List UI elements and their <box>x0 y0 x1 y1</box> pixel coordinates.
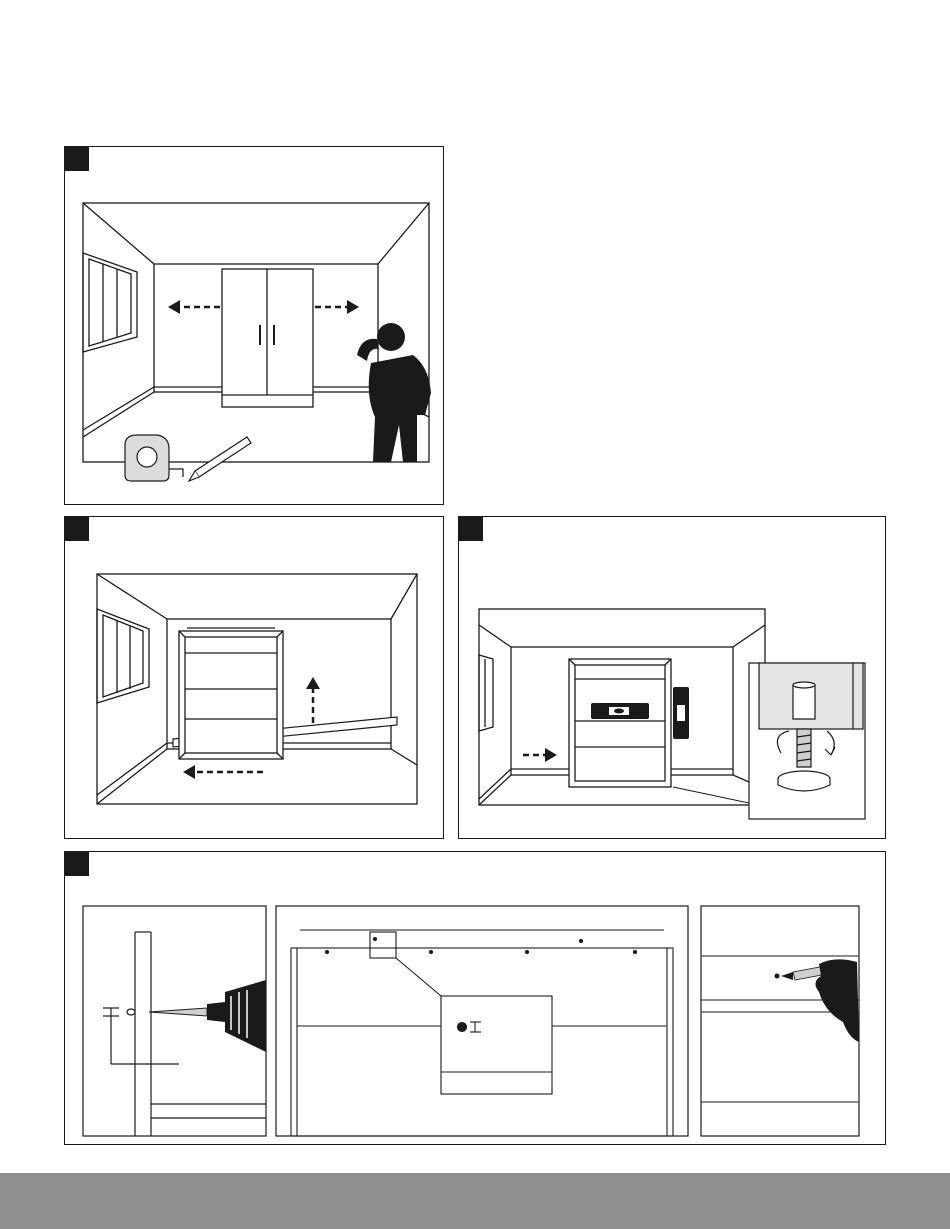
arrow-up-icon <box>306 677 320 723</box>
footer-bar <box>0 1173 950 1229</box>
arrow-right-icon <box>523 748 557 762</box>
leveling-foot-icon <box>749 663 865 819</box>
step-3-panel <box>458 516 886 839</box>
step-4-panel <box>64 851 886 1145</box>
arrow-left-icon <box>183 765 263 779</box>
pencil-hand-icon <box>701 906 859 1136</box>
room-icon <box>65 147 445 506</box>
room-icon <box>65 517 445 840</box>
arrow-right-icon <box>315 300 359 314</box>
cabinet-icon <box>179 628 283 759</box>
drill-icon <box>83 906 266 1136</box>
cabinet-hole-detail-icon <box>276 906 688 1136</box>
tape-measure-icon <box>125 435 183 481</box>
arrow-left-icon <box>168 300 220 314</box>
pencil-icon <box>189 437 251 481</box>
step-1-panel <box>64 146 444 505</box>
step-2-panel <box>64 516 444 839</box>
cabinet-icon <box>222 269 313 407</box>
cabinet-icon <box>569 659 671 787</box>
room-icon <box>459 517 887 840</box>
window-icon <box>83 253 137 352</box>
